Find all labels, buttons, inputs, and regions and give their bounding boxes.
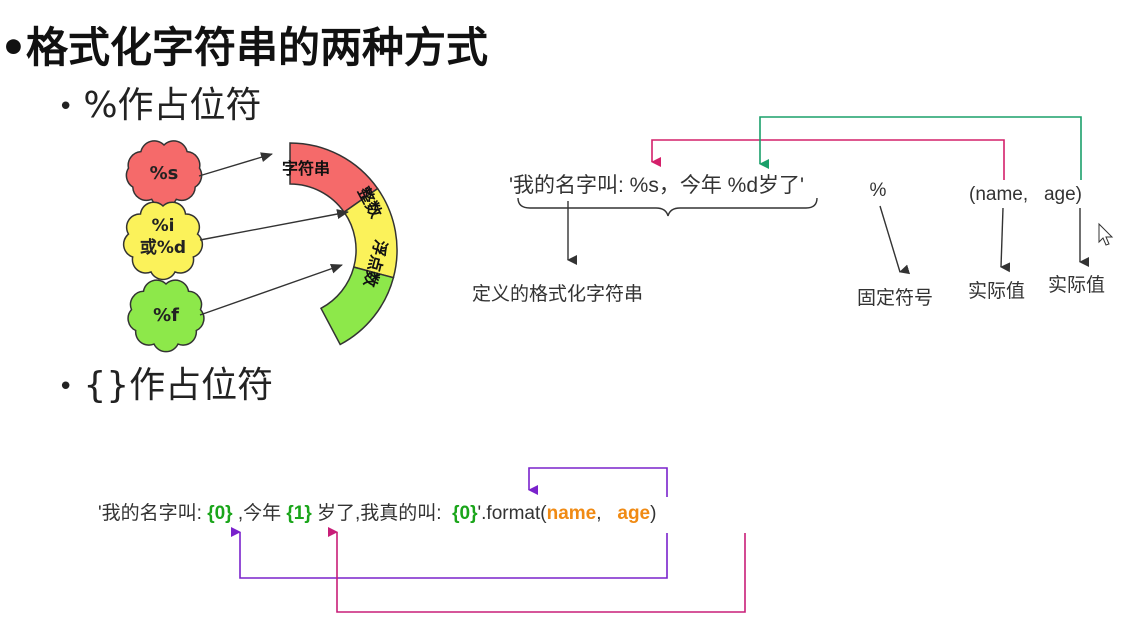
arg-name: name	[547, 503, 597, 524]
arrow-to-fixed	[879, 205, 911, 275]
arc-label-string: 字符串	[282, 159, 330, 178]
section2-heading-text: {}作占位符	[83, 365, 274, 406]
code-prefix: '我的名字叫:	[98, 502, 207, 524]
label-actual-value: 实际值	[1048, 274, 1105, 296]
format-string: '我的名字叫: %s，今年 %d岁了'	[509, 174, 804, 197]
arrow-age-to-ph1	[328, 527, 746, 613]
cloud-label: %i	[152, 216, 175, 236]
cloud-label: %s	[150, 163, 179, 184]
placeholder-0: {0}	[207, 503, 233, 524]
arc-segment-float	[319, 266, 395, 346]
bullet: •	[58, 372, 74, 402]
page-title-text: 格式化字符串的两种方式	[26, 23, 489, 72]
format-code-line: '我的名字叫: {0} ,今年 {1} 岁了,我真的叫: {0}'.format…	[98, 502, 656, 524]
cloud-integer: %i 或%d	[122, 201, 204, 281]
label-fixed-symbol: 固定符号	[857, 287, 933, 309]
page-title: •格式化字符串的两种方式	[0, 20, 488, 76]
cloud-label: %f	[153, 305, 179, 326]
code-suffix: )	[650, 503, 656, 524]
label-actual-value: 实际值	[968, 280, 1025, 302]
cloud-label: 或%d	[140, 237, 186, 258]
cloud-float: %f	[127, 279, 205, 353]
code-comma: ,	[596, 503, 617, 524]
mouse-cursor-icon	[1098, 222, 1114, 246]
arrow-s-to-string	[198, 152, 273, 177]
percent-sign: %	[870, 180, 887, 201]
type-arc: 字符串 整数 浮点数	[282, 142, 398, 346]
code-mid: 岁了,我真的叫:	[312, 502, 452, 524]
arg-age: age	[617, 503, 650, 524]
bullet: •	[0, 23, 27, 72]
arrow-to-actual-1	[1000, 207, 1011, 273]
args-tuple: (name, age)	[969, 184, 1082, 205]
arrow-f-to-float	[199, 263, 343, 316]
arrow-name-to-ph0	[231, 527, 668, 579]
placeholder-1: {1}	[286, 503, 312, 524]
code-mid: '.format(	[478, 503, 548, 524]
brace	[517, 197, 818, 217]
arrow-name-to-s	[651, 139, 1005, 180]
section1-heading-text: %作占位符	[83, 85, 262, 126]
label-defined-format-string: 定义的格式化字符串	[472, 283, 643, 305]
section2-heading: • {}作占位符	[58, 364, 273, 409]
arrow-d-to-integer	[199, 209, 349, 241]
placeholder-0b: {0}	[452, 503, 478, 524]
arrow-age-to-d	[759, 116, 1082, 180]
bullet: •	[58, 92, 74, 122]
code-mid: ,今年	[233, 502, 287, 524]
section1-heading: • %作占位符	[58, 84, 262, 129]
arrow-name-to-ph0b	[528, 467, 668, 497]
cloud-string: %s	[125, 140, 203, 208]
